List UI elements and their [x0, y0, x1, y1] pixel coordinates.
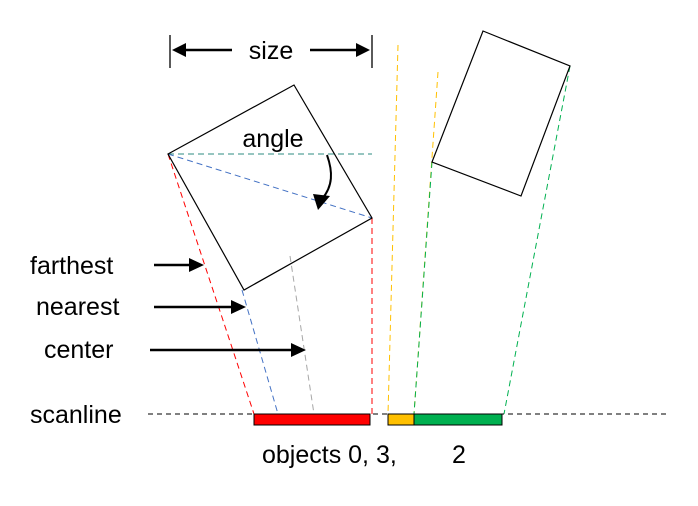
farthest-arrow: [154, 258, 204, 272]
size-label: size: [249, 37, 293, 65]
angle-arrow: [313, 154, 332, 210]
center-label: center: [44, 336, 113, 364]
segment-object-2: [413, 413, 503, 426]
farthest-label: farthest: [30, 252, 113, 280]
object-2-label: 2: [452, 441, 466, 469]
nearest-label: nearest: [36, 293, 119, 321]
center-arrow: [150, 343, 306, 357]
segment-object-0: [253, 413, 371, 426]
object-square: [167, 84, 373, 291]
scanline-label: scanline: [30, 401, 122, 429]
objects-label: objects 0, 3,: [262, 441, 397, 469]
projection-lines: [167, 44, 571, 415]
object-rectangle: [431, 30, 571, 197]
segment-object-3: [387, 413, 415, 426]
angle-label: angle: [242, 125, 303, 153]
size-dimension: [169, 35, 373, 68]
nearest-arrow: [154, 300, 246, 314]
